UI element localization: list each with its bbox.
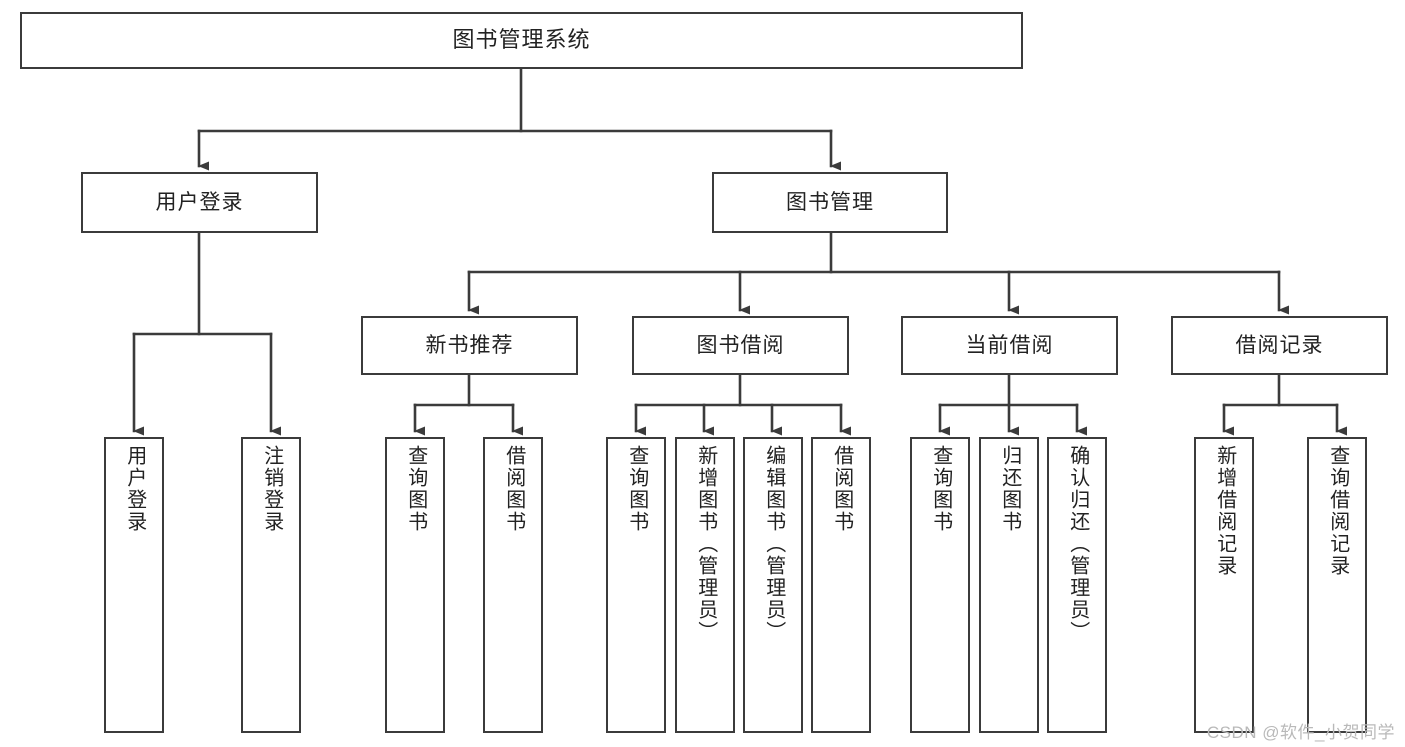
node-leaf-user-login-label: 用户登录 xyxy=(123,445,146,533)
node-leaf-query-book-2-label: 查询图书 xyxy=(625,445,648,533)
node-leaf-edit-book[interactable]: 编辑图书（管理员） xyxy=(743,437,803,733)
node-leaf-query-book-1-label: 查询图书 xyxy=(404,445,427,533)
node-user-login[interactable]: 用户登录 xyxy=(81,172,318,233)
node-leaf-confirm-return[interactable]: 确认归还（管理员） xyxy=(1047,437,1107,733)
node-book-borrow[interactable]: 图书借阅 xyxy=(632,316,849,375)
node-book-manage-label: 图书管理 xyxy=(786,190,874,214)
node-book-manage[interactable]: 图书管理 xyxy=(712,172,948,233)
node-leaf-query-book-1[interactable]: 查询图书 xyxy=(385,437,445,733)
node-leaf-borrow-book-1-label: 借阅图书 xyxy=(502,445,525,533)
node-leaf-borrow-book-1[interactable]: 借阅图书 xyxy=(483,437,543,733)
node-leaf-logout-login-label: 注销登录 xyxy=(260,445,283,533)
node-leaf-add-borrow-record-label: 新增借阅记录 xyxy=(1213,445,1236,577)
node-leaf-logout-login[interactable]: 注销登录 xyxy=(241,437,301,733)
node-leaf-return-book-label: 归还图书 xyxy=(998,445,1021,533)
node-leaf-edit-book-label: 编辑图书（管理员） xyxy=(762,445,785,643)
node-root-label: 图书管理系统 xyxy=(452,27,591,53)
node-leaf-add-book-label: 新增图书（管理员） xyxy=(694,445,717,643)
node-leaf-query-book-3-label: 查询图书 xyxy=(929,445,952,533)
csdn-watermark: CSDN @软件_小贺同学 xyxy=(1206,723,1395,742)
node-leaf-borrow-book-2-label: 借阅图书 xyxy=(830,445,853,533)
node-leaf-add-book[interactable]: 新增图书（管理员） xyxy=(675,437,735,733)
node-new-book-recommend-label: 新书推荐 xyxy=(425,333,514,357)
node-leaf-query-borrow-record-label: 查询借阅记录 xyxy=(1326,445,1349,577)
node-borrow-record-label: 借阅记录 xyxy=(1235,333,1324,357)
node-leaf-user-login[interactable]: 用户登录 xyxy=(104,437,164,733)
node-leaf-confirm-return-label: 确认归还（管理员） xyxy=(1066,445,1089,643)
node-leaf-return-book[interactable]: 归还图书 xyxy=(979,437,1039,733)
node-leaf-query-book-2[interactable]: 查询图书 xyxy=(606,437,666,733)
node-leaf-borrow-book-2[interactable]: 借阅图书 xyxy=(811,437,871,733)
node-leaf-query-borrow-record[interactable]: 查询借阅记录 xyxy=(1307,437,1367,733)
node-new-book-recommend[interactable]: 新书推荐 xyxy=(361,316,578,375)
node-root[interactable]: 图书管理系统 xyxy=(20,12,1023,69)
node-leaf-query-book-3[interactable]: 查询图书 xyxy=(910,437,970,733)
node-borrow-record[interactable]: 借阅记录 xyxy=(1171,316,1388,375)
node-current-borrow-label: 当前借阅 xyxy=(965,333,1054,357)
node-book-borrow-label: 图书借阅 xyxy=(696,333,785,357)
node-current-borrow[interactable]: 当前借阅 xyxy=(901,316,1118,375)
node-user-login-label: 用户登录 xyxy=(155,190,244,214)
node-leaf-add-borrow-record[interactable]: 新增借阅记录 xyxy=(1194,437,1254,733)
